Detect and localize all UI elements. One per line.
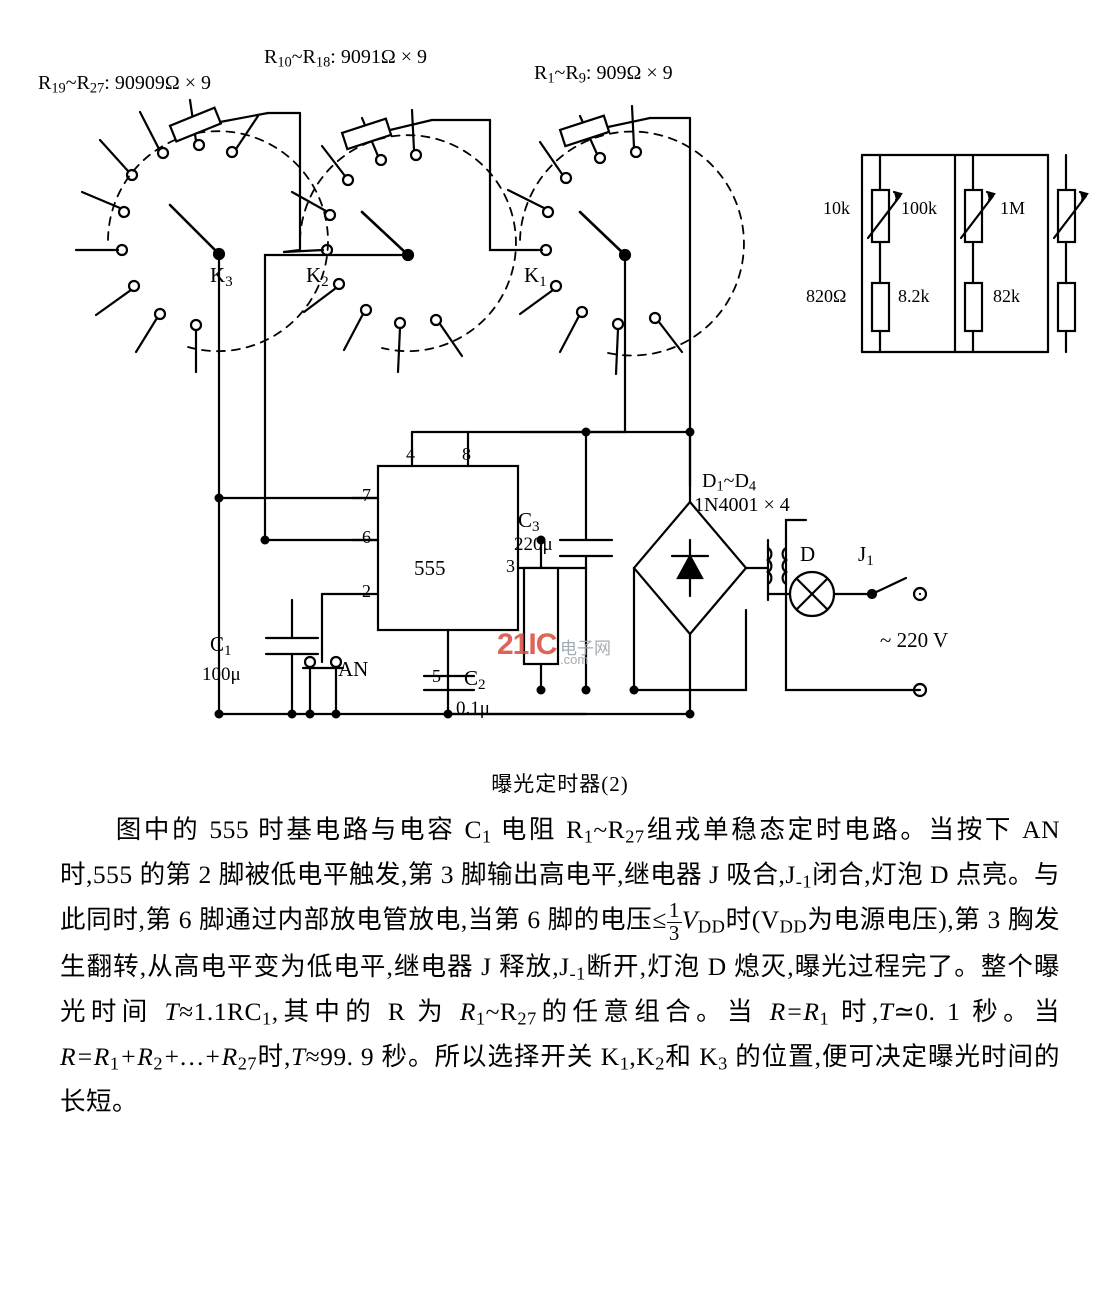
lamp-d — [766, 570, 874, 618]
label-pin-8: 8 — [462, 444, 471, 464]
label-trimmer-2-bottom: 8.2k — [898, 286, 930, 306]
label-contact-j1: J1 — [858, 542, 874, 569]
circuit-schematic — [74, 98, 1089, 719]
watermark-logo: 21IC — [497, 628, 557, 661]
label-trimmer-2-top: 100k — [901, 198, 937, 218]
label-pin-6: 6 — [362, 527, 371, 547]
figure-caption: 曝光定时器(2) — [491, 772, 629, 796]
label-pin-2: 2 — [362, 581, 371, 601]
label-c3-value: 220μ — [514, 534, 553, 555]
diode-bridge — [632, 430, 770, 716]
label-trimmer-3-top: 1M — [1000, 198, 1026, 218]
watermark-site: 电子网 — [560, 639, 611, 658]
label-c1-value: 100μ — [202, 664, 241, 685]
label-trimmer-3-bottom: 82k — [993, 286, 1020, 306]
trimmer-network — [860, 153, 1089, 354]
relay-contact-j1 — [866, 576, 928, 602]
label-mains: ~ 220 V — [880, 628, 949, 652]
label-pin-5: 5 — [432, 666, 441, 686]
label-c2: C2 — [464, 666, 486, 693]
wire-k3-pin7 — [217, 278, 380, 500]
label-lamp-d: D — [800, 542, 816, 566]
label-bank-r19: R19~R27: 90909Ω × 9 — [38, 72, 211, 97]
label-pin-7: 7 — [362, 485, 371, 505]
rotary-switch-k3 — [74, 98, 329, 374]
label-trimmer-1-top: 10k — [823, 198, 850, 218]
capacitor-c3 — [558, 430, 614, 692]
label-trimmer-1-bottom: 820Ω — [806, 286, 847, 306]
label-diode-bridge: D1~D4 — [702, 470, 757, 495]
label-pin-4: 4 — [406, 444, 415, 464]
label-c3: C3 — [518, 508, 540, 535]
ic-555 — [320, 430, 692, 678]
description-paragraph: 图中的 555 时基电路与电容 C1 电阻 R1~R27组戎单稳态定时电路。当按… — [60, 815, 1060, 1117]
label-switch-k3: K3 — [210, 263, 233, 290]
description-text: 图中的 555 时基电路与电容 C1 电阻 R1~R27组戎单稳态定时电路。当按… — [60, 808, 1060, 1124]
label-c1: C1 — [210, 632, 232, 659]
label-an: AN — [338, 657, 369, 681]
label-switch-k1: K1 — [524, 263, 547, 290]
label-diode-type: 1N4001 × 4 — [694, 494, 790, 516]
label-pin-3: 3 — [506, 556, 515, 576]
capacitor-c1 — [217, 496, 320, 716]
label-ic-555: 555 — [414, 556, 446, 580]
rotary-switch-k2 — [282, 108, 517, 374]
transformer — [765, 518, 922, 692]
watermark-dotcom: .com — [560, 652, 589, 667]
relay-coil-j — [522, 538, 560, 692]
label-bank-r1: R1~R9: 909Ω × 9 — [534, 62, 673, 87]
label-switch-k2: K2 — [306, 263, 329, 290]
rotary-switch-k1 — [488, 104, 745, 488]
wire-k2-pin6 — [263, 253, 410, 542]
label-c2-value: 0.1μ — [456, 698, 490, 719]
label-bank-r10: R10~R18: 9091Ω × 9 — [264, 46, 427, 71]
